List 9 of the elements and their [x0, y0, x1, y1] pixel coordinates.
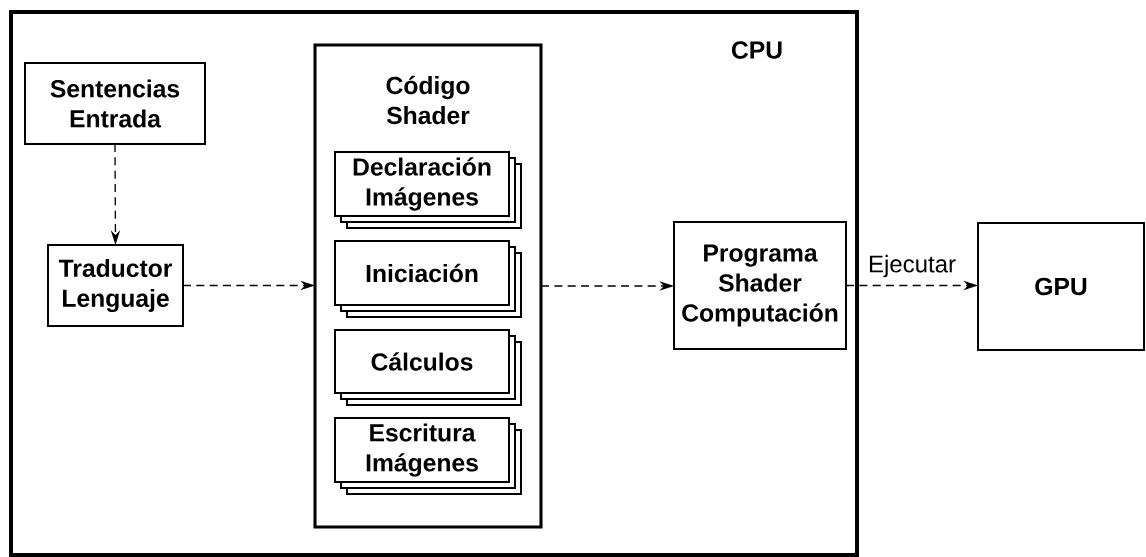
stacked-box: Escritura Imágenes [334, 417, 522, 495]
stacked-box: Declaración Imágenes [334, 151, 522, 229]
stacked-box: Cálculos [334, 329, 522, 406]
stacked-box: Iniciación [334, 240, 522, 318]
process-box: Programa Shader Computación [673, 221, 847, 350]
process-box: GPU [977, 222, 1145, 351]
process-box: Sentencias Entrada [24, 62, 206, 145]
process-box: Traductor Lenguaje [47, 244, 184, 327]
edge-label: Ejecutar [866, 253, 958, 279]
